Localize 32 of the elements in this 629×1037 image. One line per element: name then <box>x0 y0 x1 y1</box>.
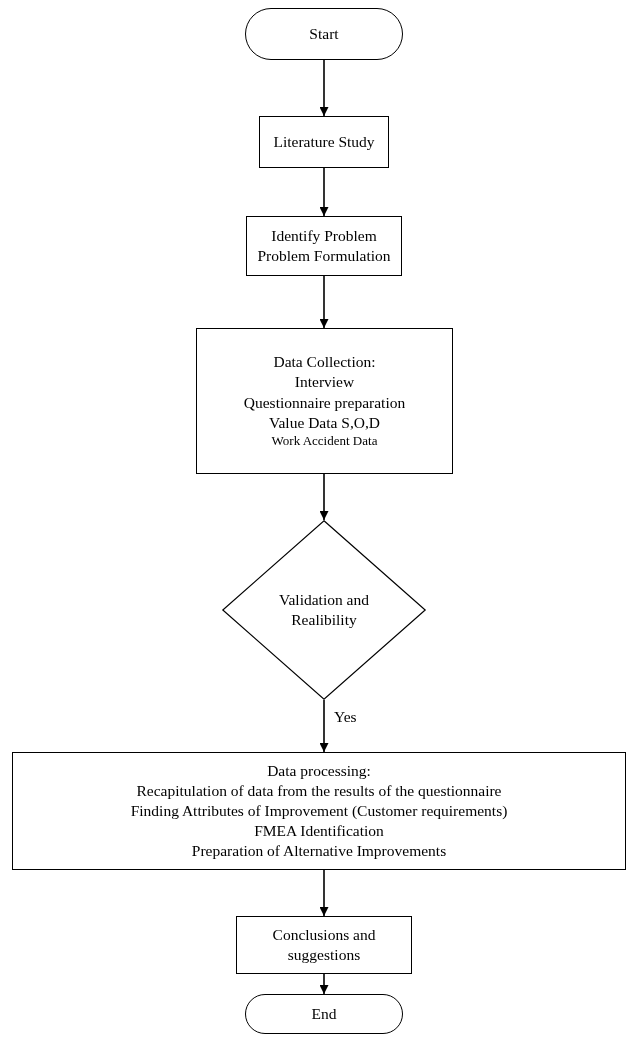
box-text: Preparation of Alternative Improvements <box>191 841 447 862</box>
box-text: Recapitulation of data from the results of the questionnaire <box>136 780 502 801</box>
process-box <box>12 752 626 870</box>
terminator-shape <box>245 8 403 60</box>
box-text: Finding Attributes of Improvement (Customer requirements) <box>130 800 508 821</box>
box-text: Problem Formulation <box>257 246 391 266</box>
box-text: Interview <box>294 372 355 393</box>
arrow <box>319 167 329 217</box>
box-text: Value Data S,O,D <box>268 412 381 433</box>
box-heading: Identify Problem <box>271 225 377 246</box>
box-text: FMEA Identification <box>254 821 384 842</box>
box-text: Questionnaire preparation <box>243 392 406 413</box>
process-box <box>196 328 453 474</box>
box-text: Literature Study <box>273 131 375 152</box>
decision-diamond <box>222 520 426 700</box>
box-text: Conclusions and suggestions <box>271 924 377 965</box>
box-heading: Data Collection: <box>273 352 376 373</box>
arrow <box>319 973 329 995</box>
box-text: Work Accident Data <box>271 432 378 450</box>
box-text: Validation and Realibility <box>278 589 370 630</box>
process-box <box>246 216 402 276</box>
box-text: Start <box>309 23 339 44</box>
arrow <box>319 275 329 329</box>
process-box <box>259 116 389 168</box>
process-box <box>236 916 412 974</box>
arrow <box>319 59 329 117</box>
arrow <box>319 473 329 521</box>
box-text: End <box>311 1003 337 1024</box>
arrow <box>319 699 329 753</box>
box-heading: Data processing: <box>267 760 371 781</box>
terminator-shape <box>245 994 403 1034</box>
arrow <box>319 869 329 917</box>
